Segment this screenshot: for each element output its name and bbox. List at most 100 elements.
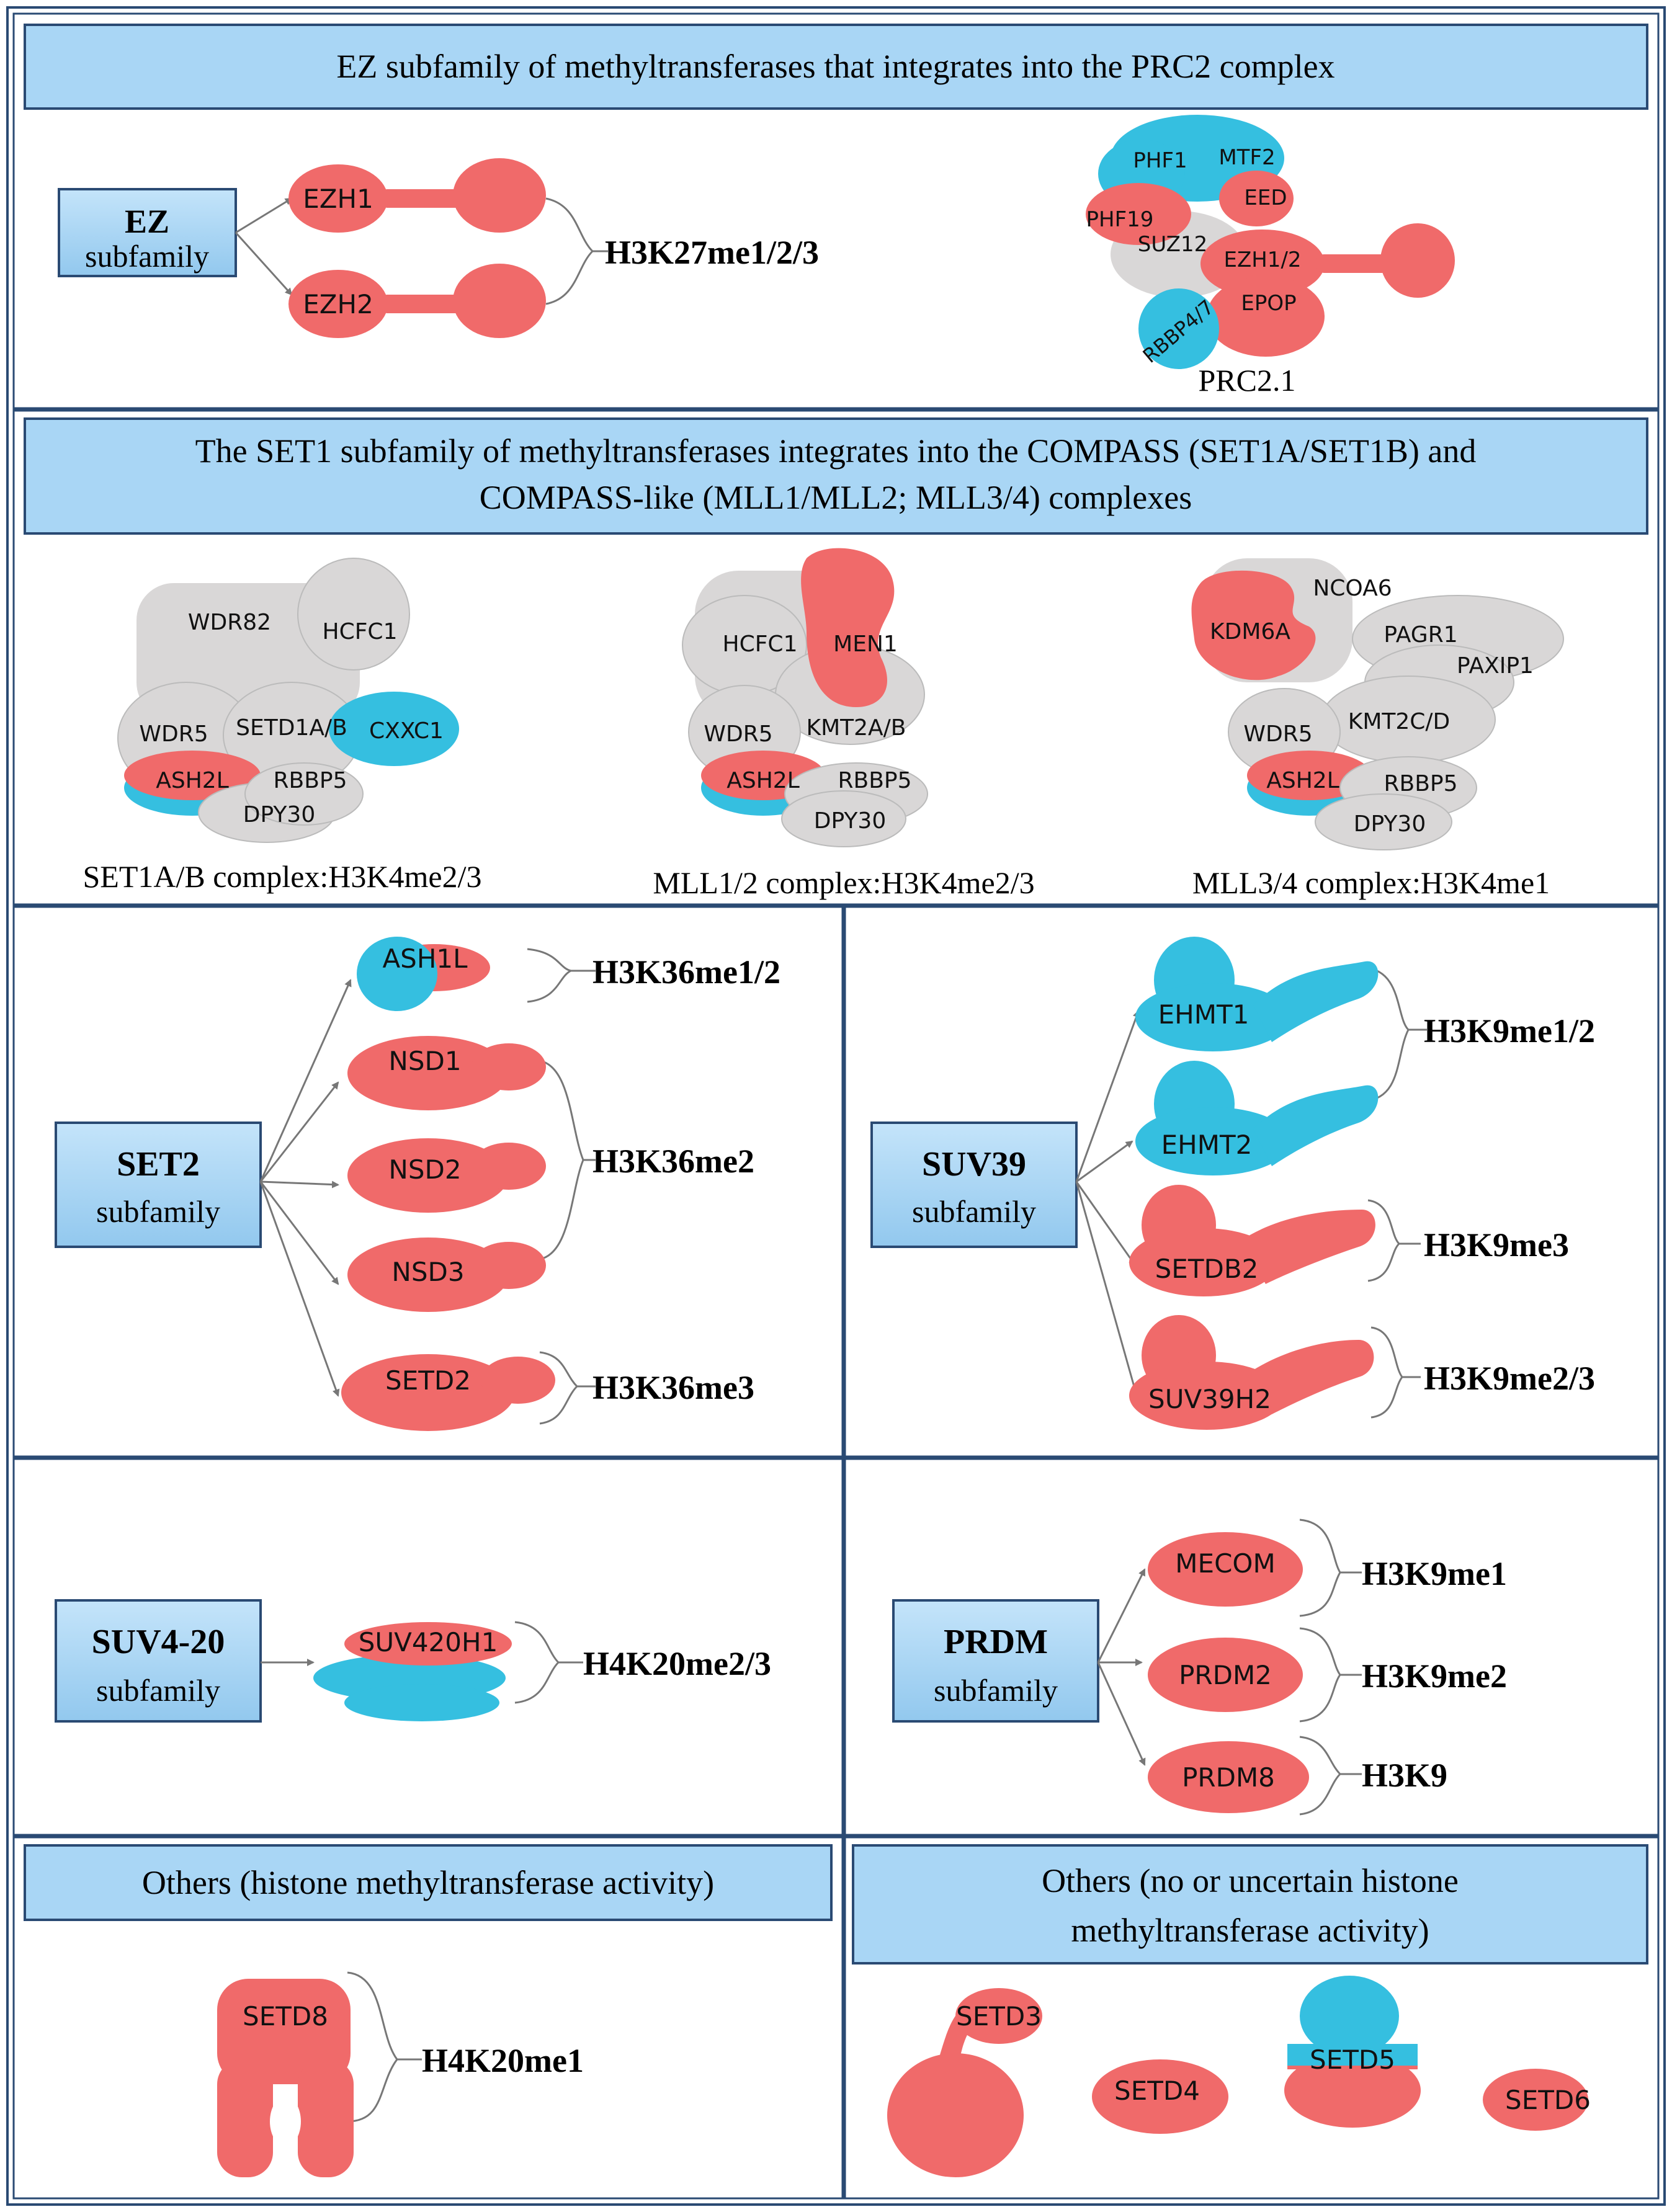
set1ab-label-rbbp5: RBBP5 (273, 768, 347, 793)
set2-mark-3: H3K36me3 (592, 1369, 754, 1406)
mll34-label-rbbp5: RBBP5 (1384, 771, 1457, 796)
set1ab-label-setd1ab: SETD1A/B (236, 715, 347, 741)
set2-box-sub: subfamily (96, 1194, 220, 1229)
frame (6, 6, 1666, 2206)
ez-box-name: EZ (125, 203, 169, 240)
prdm-box-name: PRDM (944, 1623, 1048, 1661)
suv39h2-protein: SUV39H2 (1129, 1315, 1374, 1430)
prdm-mark-1: H3K9me1 (1362, 1555, 1507, 1592)
setd2-protein: SETD2 (341, 1354, 555, 1431)
nsd1-label: NSD1 (388, 1046, 461, 1076)
set1ab-label-wdr82: WDR82 (188, 610, 271, 635)
ehmt2-label: EHMT2 (1161, 1130, 1253, 1160)
others-active-mark: H4K20me1 (422, 2042, 584, 2079)
suv420-box-name: SUV4-20 (92, 1623, 225, 1661)
mll12-label-men1: MEN1 (833, 631, 898, 657)
suv39-arrows (1075, 966, 1427, 1419)
prc2-label-epop: EPOP (1241, 291, 1296, 316)
setd6-protein: SETD6 (1483, 2069, 1591, 2131)
prdm2-label: PRDM2 (1179, 1660, 1272, 1690)
prdm-mark-2: H3K9me2 (1362, 1657, 1507, 1695)
set1ab-caption: SET1A/B complex:H3K4me2/3 (83, 859, 482, 894)
ehmt1-protein: EHMT1 (1135, 937, 1379, 1051)
mecom-label: MECOM (1175, 1548, 1275, 1579)
setd3-label: SETD3 (956, 2001, 1042, 2031)
nsd3-label: NSD3 (391, 1257, 464, 1287)
nsd2-protein: NSD2 (347, 1138, 546, 1213)
prc2-caption: PRC2.1 (1198, 363, 1295, 398)
ezh2-label: EZH2 (303, 289, 373, 319)
ash1l-protein: ASH1L (357, 937, 490, 1011)
suv39-subfamily-box: SUV39 subfamily (870, 1122, 1078, 1248)
mll12-complex: HCFC1 MEN1 WDR5 KMT2A/B ASH2L RBBP5 DPY3… (682, 548, 928, 847)
prdm8-protein: PRDM8 (1148, 1741, 1309, 1813)
set1ab-label-ash2l: ASH2L (156, 768, 229, 793)
ez-mark: H3K27me1/2/3 (605, 234, 819, 271)
mll34-label-kdm6a: KDM6A (1210, 619, 1290, 644)
mll12-label-hcfc1: HCFC1 (723, 631, 798, 657)
banner-others-uncertain-line1: Others (no or uncertain histone (1042, 1862, 1459, 1899)
banner-set1-line2: COMPASS-like (MLL1/MLL2; MLL3/4) complex… (480, 479, 1192, 516)
set1ab-label-hcfc1: HCFC1 (323, 619, 398, 644)
banner-others-uncertain-line2: methyltransferase activity) (1071, 1912, 1429, 1949)
suv420-box-sub: subfamily (96, 1673, 220, 1708)
setd8-protein: SETD8 (217, 1979, 354, 2177)
set2-mark-1: H3K36me1/2 (592, 953, 780, 991)
set2-box-name: SET2 (117, 1145, 200, 1184)
setd8-label: SETD8 (243, 2001, 328, 2031)
mll12-label-rbbp5: RBBP5 (838, 768, 911, 793)
prc2-label-eed: EED (1244, 185, 1287, 210)
ez-arrows (235, 197, 608, 305)
setd4-label: SETD4 (1114, 2076, 1200, 2106)
suv39-box-name: SUV39 (922, 1145, 1026, 1184)
nsd1-protein: NSD1 (347, 1036, 546, 1110)
setdb2-protein: SETDB2 (1129, 1185, 1375, 1296)
set1ab-label-dpy30: DPY30 (243, 802, 315, 827)
prc2-label-phf19: PHF19 (1086, 207, 1154, 232)
mll12-label-ash2l: ASH2L (726, 768, 800, 793)
mll12-label-kmt2ab: KMT2A/B (806, 715, 906, 741)
mll34-label-paxip1: PAXIP1 (1457, 653, 1534, 679)
ash1l-label: ASH1L (382, 943, 468, 974)
ezh1-label: EZH1 (303, 184, 373, 214)
mll34-complex: NCOA6 KDM6A PAGR1 PAXIP1 WDR5 KMT2C/D AS… (1191, 558, 1564, 850)
setd4-protein: SETD4 (1092, 2059, 1228, 2134)
ehmt2-protein: EHMT2 (1135, 1061, 1379, 1175)
ez-box-sub: subfamily (85, 239, 209, 274)
suv420-mark-1: H4K20me2/3 (583, 1645, 771, 1682)
setd5-protein: SETD5 (1284, 1976, 1421, 2128)
mecom-protein: MECOM (1148, 1532, 1303, 1607)
nsd2-label: NSD2 (388, 1154, 461, 1185)
prdm-subfamily-box: PRDM subfamily (892, 1599, 1099, 1723)
others-active-brackets (347, 1971, 422, 2123)
prc2-label-phf1: PHF1 (1133, 148, 1187, 173)
mll34-caption: MLL3/4 complex:H3K4me1 (1192, 865, 1550, 900)
suv420-arrows (261, 1621, 583, 1704)
setdb2-label: SETDB2 (1155, 1254, 1259, 1284)
set2-mark-2: H3K36me2 (592, 1143, 754, 1180)
prdm-box-sub: subfamily (934, 1673, 1058, 1708)
prc2-label-suz12: SUZ12 (1138, 232, 1207, 257)
banner-ez: EZ subfamily of methyltransferases that … (24, 24, 1648, 110)
suv39-mark-3: H3K9me2/3 (1424, 1360, 1595, 1397)
setd6-label: SETD6 (1505, 2085, 1591, 2115)
ez-subfamily-box: EZ subfamily (58, 188, 237, 277)
prc2-label-ezh12: EZH1/2 (1223, 248, 1301, 272)
nsd3-protein: NSD3 (347, 1238, 546, 1312)
prdm-mark-3: H3K9 (1362, 1757, 1447, 1794)
set2-subfamily-box: SET2 subfamily (55, 1122, 262, 1248)
prdm-arrows (1097, 1519, 1362, 1816)
set1ab-label-cxxc1: CXXC1 (369, 718, 444, 744)
mll12-label-dpy30: DPY30 (814, 808, 886, 834)
ezh2-protein: EZH2 (288, 264, 546, 338)
suv39-mark-1: H3K9me1/2 (1424, 1012, 1595, 1050)
mll12-label-wdr5: WDR5 (704, 721, 772, 747)
suv420h1-label: SUV420H1 (359, 1627, 498, 1657)
setd3-protein: SETD3 (887, 1988, 1042, 2177)
ezh1-protein: EZH1 (288, 158, 546, 233)
suv39h2-label: SUV39H2 (1148, 1384, 1271, 1414)
banner-set1: The SET1 subfamily of methyltransferases… (24, 417, 1648, 535)
banner-others-active: Others (histone methyltransferase activi… (24, 1844, 833, 1921)
prc2-label-mtf2: MTF2 (1218, 145, 1275, 170)
